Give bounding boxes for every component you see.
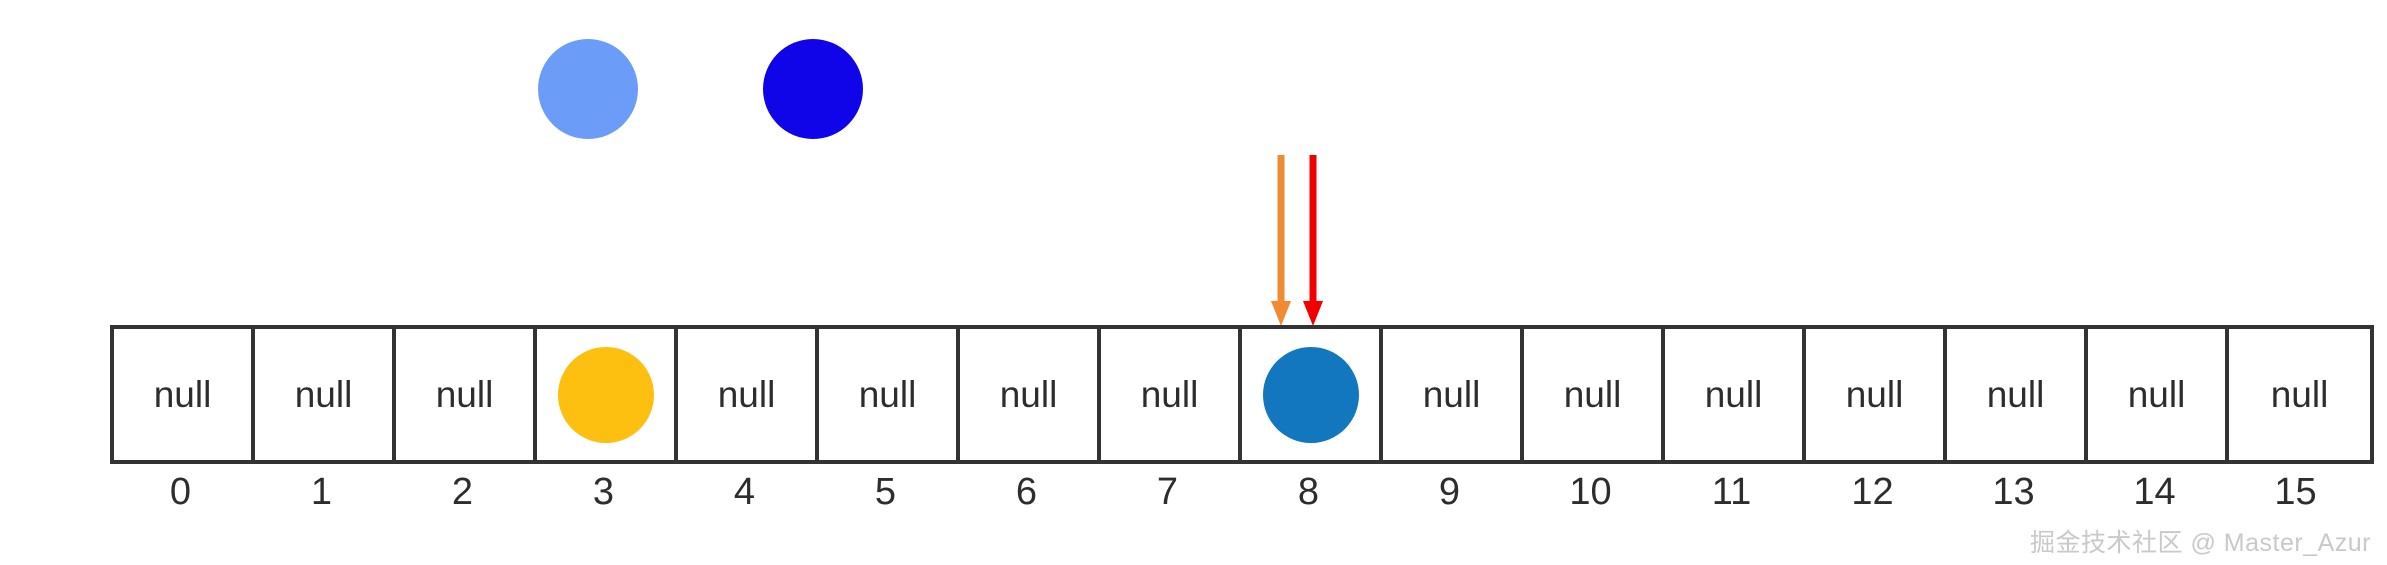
array-index-label: 13 — [1992, 471, 2035, 513]
array-cell-0[interactable]: null — [114, 329, 255, 460]
array-cell-2[interactable]: null — [396, 329, 537, 460]
array-cell-7[interactable]: null — [1101, 329, 1242, 460]
array-cell-6[interactable]: null — [960, 329, 1101, 460]
array-cell-15[interactable]: null — [2229, 329, 2370, 460]
array-index-label: 9 — [1438, 471, 1461, 513]
array-cell-value: null — [717, 374, 776, 415]
array-cell-value: null — [435, 374, 494, 415]
array-cell-10[interactable]: null — [1524, 329, 1665, 460]
orange-down-arrow-icon — [1271, 155, 1291, 326]
array-cell-value: null — [1563, 374, 1622, 415]
array-index-label: 7 — [1156, 471, 1179, 513]
array-cell-value: null — [1140, 374, 1199, 415]
array-cell-9[interactable]: null — [1383, 329, 1524, 460]
array-cell-13[interactable]: null — [1947, 329, 2088, 460]
array-cell-value: null — [153, 374, 212, 415]
array-cell-value: null — [1422, 374, 1481, 415]
array-index-label: 0 — [169, 471, 192, 513]
array-cell-3[interactable] — [537, 329, 678, 460]
array-cell-value: null — [858, 374, 917, 415]
array-cell-value: null — [1704, 374, 1763, 415]
array-index-label: 10 — [1569, 471, 1612, 513]
array-cell-14[interactable]: null — [2088, 329, 2229, 460]
array-index-label: 8 — [1297, 471, 1320, 513]
legend-light-blue-node-icon — [538, 39, 638, 139]
array-index-label: 4 — [733, 471, 756, 513]
array-cell-value: null — [2270, 374, 2329, 415]
array-cell-11[interactable]: null — [1665, 329, 1806, 460]
array-index-label: 11 — [1711, 471, 1752, 513]
array-cell-value: null — [1986, 374, 2045, 415]
array-cell-value: null — [294, 374, 353, 415]
array-cell-value: null — [2127, 374, 2186, 415]
array-index-label: 14 — [2133, 471, 2176, 513]
array-cell-12[interactable]: null — [1806, 329, 1947, 460]
array-index-label: 1 — [310, 471, 333, 513]
array-index-label: 12 — [1851, 471, 1894, 513]
blue-node-icon — [1262, 346, 1359, 443]
watermark-text: 掘金技术社区 @ Master_Azur — [2030, 529, 2371, 557]
array-index-label: 2 — [451, 471, 474, 513]
array-index-row: 0 1 2 3 4 5 6 7 8 9 10 11 12 13 14 15 — [110, 471, 2366, 514]
array-cell-1[interactable]: null — [255, 329, 396, 460]
array-cell-4[interactable]: null — [678, 329, 819, 460]
array-index-label: 5 — [874, 471, 897, 513]
red-down-arrow-icon — [1303, 155, 1323, 326]
array-table: null null null null null null null null — [110, 325, 2374, 464]
array-cell-8[interactable] — [1242, 329, 1383, 460]
array-cell-value: null — [1845, 374, 1904, 415]
array-index-label: 15 — [2274, 471, 2317, 513]
array-cell-5[interactable]: null — [819, 329, 960, 460]
yellow-node-icon — [557, 346, 654, 443]
array-index-label: 3 — [592, 471, 615, 513]
array-index-label: 6 — [1015, 471, 1038, 513]
legend-dark-blue-node-icon — [763, 39, 863, 139]
array-cell-value: null — [999, 374, 1058, 415]
